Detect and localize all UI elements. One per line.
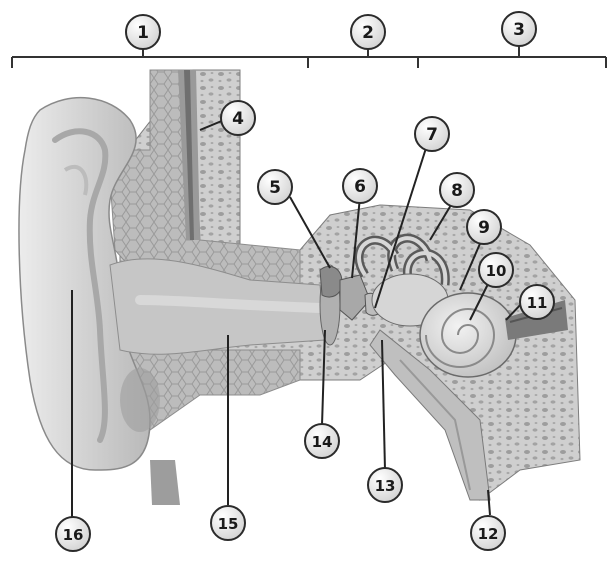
semicircular-canals-highlight [357, 236, 448, 286]
callout-label-9-circle [466, 209, 502, 245]
callout-label-7-text: 7 [426, 125, 438, 145]
cochlea [419, 292, 517, 378]
callout-labels: 4 5 6 7 89 10 11 12 13 14 15 16 [55, 100, 555, 552]
section-label-1-circle [125, 14, 161, 50]
section-label-2: 2 [350, 14, 386, 50]
callout-label-7-circle [414, 116, 450, 152]
callout-label-15-text: 15 [218, 515, 239, 533]
callout-label-16-text: 16 [63, 526, 84, 544]
callout-label-12: 12 [470, 515, 506, 551]
callout-label-10-text: 10 [486, 262, 507, 280]
section-label-3-circle [501, 11, 537, 47]
callout-label-13-circle [367, 467, 403, 503]
blood-vessel [178, 70, 200, 240]
callout-label-14: 14 [304, 423, 340, 459]
callout-label-11-text: 11 [527, 294, 548, 312]
callout-label-4: 4 [220, 100, 256, 136]
section-label-2-circle [350, 14, 386, 50]
callout-label-14-circle [304, 423, 340, 459]
pinna [18, 97, 160, 471]
section-label-2-text: 2 [362, 23, 374, 43]
callout-label-6: 6 [342, 168, 378, 204]
callout-label-4-circle [220, 100, 256, 136]
callout-label-6-text: 6 [354, 177, 366, 197]
callout-label-5-text: 5 [269, 178, 281, 198]
callout-label-16-circle [55, 516, 91, 552]
callout-label-13: 13 [367, 467, 403, 503]
section-label-1-text: 1 [137, 23, 149, 43]
section-label-1: 1 [125, 14, 161, 50]
callout-label-12-text: 12 [478, 525, 499, 543]
callout-label-9-text: 9 [478, 218, 490, 238]
callout-label-13-text: 13 [375, 477, 396, 495]
section-label-3-text: 3 [513, 20, 525, 40]
callout-label-5-circle [257, 169, 293, 205]
callout-label-16: 16 [55, 516, 91, 552]
eustachian-tube [369, 329, 491, 501]
callout-label-9: 9 [466, 209, 502, 245]
callout-label-10-circle [478, 252, 514, 288]
callout-label-8: 8 [439, 172, 475, 208]
callout-label-8-text: 8 [451, 181, 463, 201]
callout-label-11-circle [519, 284, 555, 320]
callout-label-7: 7 [414, 116, 450, 152]
callout-label-5: 5 [257, 169, 293, 205]
callout-label-8-circle [439, 172, 475, 208]
callout-label-6-circle [342, 168, 378, 204]
callout-label-4-text: 4 [232, 109, 244, 129]
callout-label-10: 10 [478, 252, 514, 288]
section-label-3: 3 [501, 11, 537, 47]
callout-label-15-circle [210, 505, 246, 541]
callout-label-14-text: 14 [312, 433, 333, 451]
section-labels: 1 2 3 [125, 11, 537, 50]
callout-label-12-circle [470, 515, 506, 551]
callout-label-15: 15 [210, 505, 246, 541]
lower-tissue [150, 460, 180, 505]
middle-ear [319, 264, 384, 346]
callout-label-11: 11 [519, 284, 555, 320]
